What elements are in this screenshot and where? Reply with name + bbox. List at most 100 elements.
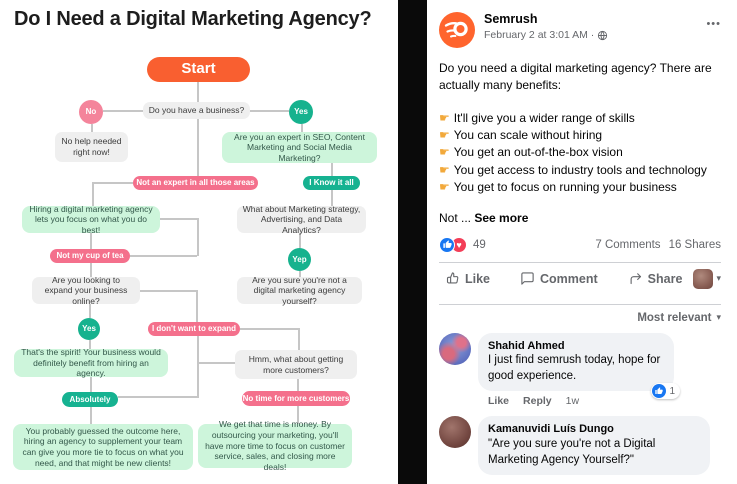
flow-node-question-sure: Are you sure you're not a digital market… — [237, 275, 362, 306]
connector — [197, 82, 199, 103]
benefit-text: You can scale without hiring — [453, 127, 603, 142]
like-reaction-icon — [652, 384, 667, 399]
connector — [298, 328, 300, 350]
share-arrow-icon — [630, 273, 641, 285]
engagement-counts-row: ♥ 49 7 Comments 16 Shares — [439, 236, 721, 253]
comment-bubble-icon — [521, 272, 534, 285]
connector — [140, 290, 196, 292]
post-header: Semrush February 2 at 3:01 AM · ••• — [439, 12, 721, 48]
semrush-logo-icon[interactable] — [439, 12, 475, 48]
flow-node-answer-no: No — [79, 100, 103, 124]
pointing-finger-icon: ☛ — [439, 127, 450, 142]
pointing-finger-icon: ☛ — [439, 162, 450, 177]
comment-button-label: Comment — [540, 271, 598, 286]
flowchart-panel: Do I Need a Digital Marketing Agency? — [13, 8, 377, 472]
flow-node-question-strategy: What about Marketing strategy, Advertisi… — [237, 204, 366, 235]
chevron-down-icon: ▾ — [716, 312, 721, 323]
connector — [331, 163, 333, 176]
post-body-text: Do you need a digital marketing agency? … — [439, 61, 712, 92]
truncated-text: Not ... — [439, 210, 472, 225]
post-benefits-list: ☛It'll give you a wider range of skills … — [439, 110, 721, 197]
connector — [160, 218, 197, 220]
reaction-icons[interactable]: ♥ — [439, 236, 467, 253]
current-user-avatar — [693, 268, 714, 289]
comment-text: "Are you sure you're not a Digital Marke… — [488, 438, 656, 466]
benefit-text: You get to focus on running your busines… — [453, 180, 677, 195]
connector — [91, 124, 93, 132]
globe-icon — [598, 30, 608, 40]
post-header-text: Semrush February 2 at 3:01 AM · — [484, 12, 706, 41]
comment-sort-label: Most relevant — [637, 311, 712, 324]
flow-node-outcome-right: We get that time is money. By outsourcin… — [198, 419, 352, 472]
pointing-finger-icon: ☛ — [439, 110, 450, 125]
connector — [331, 190, 333, 206]
avatar[interactable] — [439, 332, 471, 365]
connector — [90, 233, 92, 249]
comment-item: Kamanuvidi Luís Dungo "Are you sure you'… — [439, 416, 721, 476]
commenter-identity-switcher[interactable]: ▾ — [693, 268, 721, 289]
comment-bubble: Shahid Ahmed I just find semrush today, … — [478, 332, 680, 400]
shares-count[interactable]: 16 Shares — [668, 238, 721, 251]
facebook-post-panel: Semrush February 2 at 3:01 AM · ••• Do y… — [427, 0, 737, 484]
connector — [103, 110, 143, 112]
comments-count[interactable]: 7 Comments — [595, 238, 661, 251]
connector — [89, 340, 91, 349]
comment-text: I just find semrush today, hope for good… — [488, 354, 661, 382]
connector — [197, 336, 199, 398]
comment-reaction-badge[interactable]: 1 — [651, 383, 680, 400]
like-button[interactable]: Like — [439, 267, 496, 290]
panel-divider — [398, 0, 427, 484]
connector — [92, 182, 94, 206]
comment-item: Shahid Ahmed I just find semrush today, … — [439, 332, 721, 408]
flow-node-question-expand: Are you looking to expand your business … — [32, 275, 140, 306]
comment-reply-link[interactable]: Reply — [523, 395, 552, 408]
post-author[interactable]: Semrush — [484, 12, 538, 26]
comment-bubble: Kamanuvidi Luís Dungo "Are you sure you'… — [478, 416, 710, 476]
reaction-count[interactable]: 49 — [473, 238, 486, 251]
connector — [240, 328, 298, 330]
flow-node-answer-yes-2: Yes — [78, 318, 100, 340]
avatar[interactable] — [439, 416, 471, 449]
connector — [299, 233, 301, 248]
benefit-item: ☛You get access to industry tools and te… — [439, 162, 721, 179]
connector — [90, 407, 92, 424]
comment-like-count: 1 — [669, 385, 675, 397]
connector — [118, 396, 197, 398]
comment-author[interactable]: Shahid Ahmed — [488, 339, 565, 352]
comment-sort-dropdown[interactable]: Most relevant ▾ — [439, 312, 721, 324]
comment-author[interactable]: Kamanuvidi Luís Dungo — [488, 423, 614, 436]
share-button-label: Share — [647, 271, 683, 286]
flow-node-question-customers: Hmm, what about getting more customers? — [235, 350, 357, 379]
flow-node-question-business: Do you have a business? — [143, 102, 250, 119]
like-button-label: Like — [465, 271, 491, 286]
benefit-item: ☛It'll give you a wider range of skills — [439, 110, 721, 127]
benefit-item: ☛You get an out-of-the-box vision — [439, 144, 721, 161]
connector — [299, 271, 301, 277]
comment-time: 1w — [565, 395, 580, 408]
flow-node-outcome-left: You probably guessed the outcome here, h… — [13, 424, 193, 470]
connector — [130, 255, 197, 257]
post-truncation-row: Not ... See more — [439, 211, 721, 225]
connector — [90, 263, 92, 277]
flow-node-dont-expand: I don't want to expand — [148, 322, 240, 336]
connector — [197, 218, 199, 256]
more-options-icon[interactable]: ••• — [706, 18, 721, 30]
connector — [197, 362, 235, 364]
comment-like-link[interactable]: Like — [488, 395, 510, 408]
comment-button[interactable]: Comment — [514, 267, 604, 290]
flow-node-know-it-all: I Know it all — [303, 176, 360, 190]
post-timestamp[interactable]: February 2 at 3:01 AM · — [484, 29, 706, 41]
connector — [297, 379, 299, 391]
flow-node-not-my-cup: Not my cup of tea — [50, 249, 130, 263]
connector — [250, 110, 289, 112]
action-bar: Like Comment Share ▾ — [439, 263, 721, 295]
pointing-finger-icon: ☛ — [439, 145, 450, 160]
page-title: Do I Need a Digital Marketing Agency? — [14, 8, 372, 30]
flow-node-question-expert: Are you an expert in SEO, Content Market… — [222, 132, 377, 163]
connector — [89, 304, 91, 318]
see-more-link[interactable]: See more — [474, 210, 529, 225]
love-reaction-icon: ♥ — [451, 236, 467, 253]
flow-node-absolutely: Absolutely — [62, 392, 118, 407]
share-button[interactable]: Share — [622, 267, 689, 290]
